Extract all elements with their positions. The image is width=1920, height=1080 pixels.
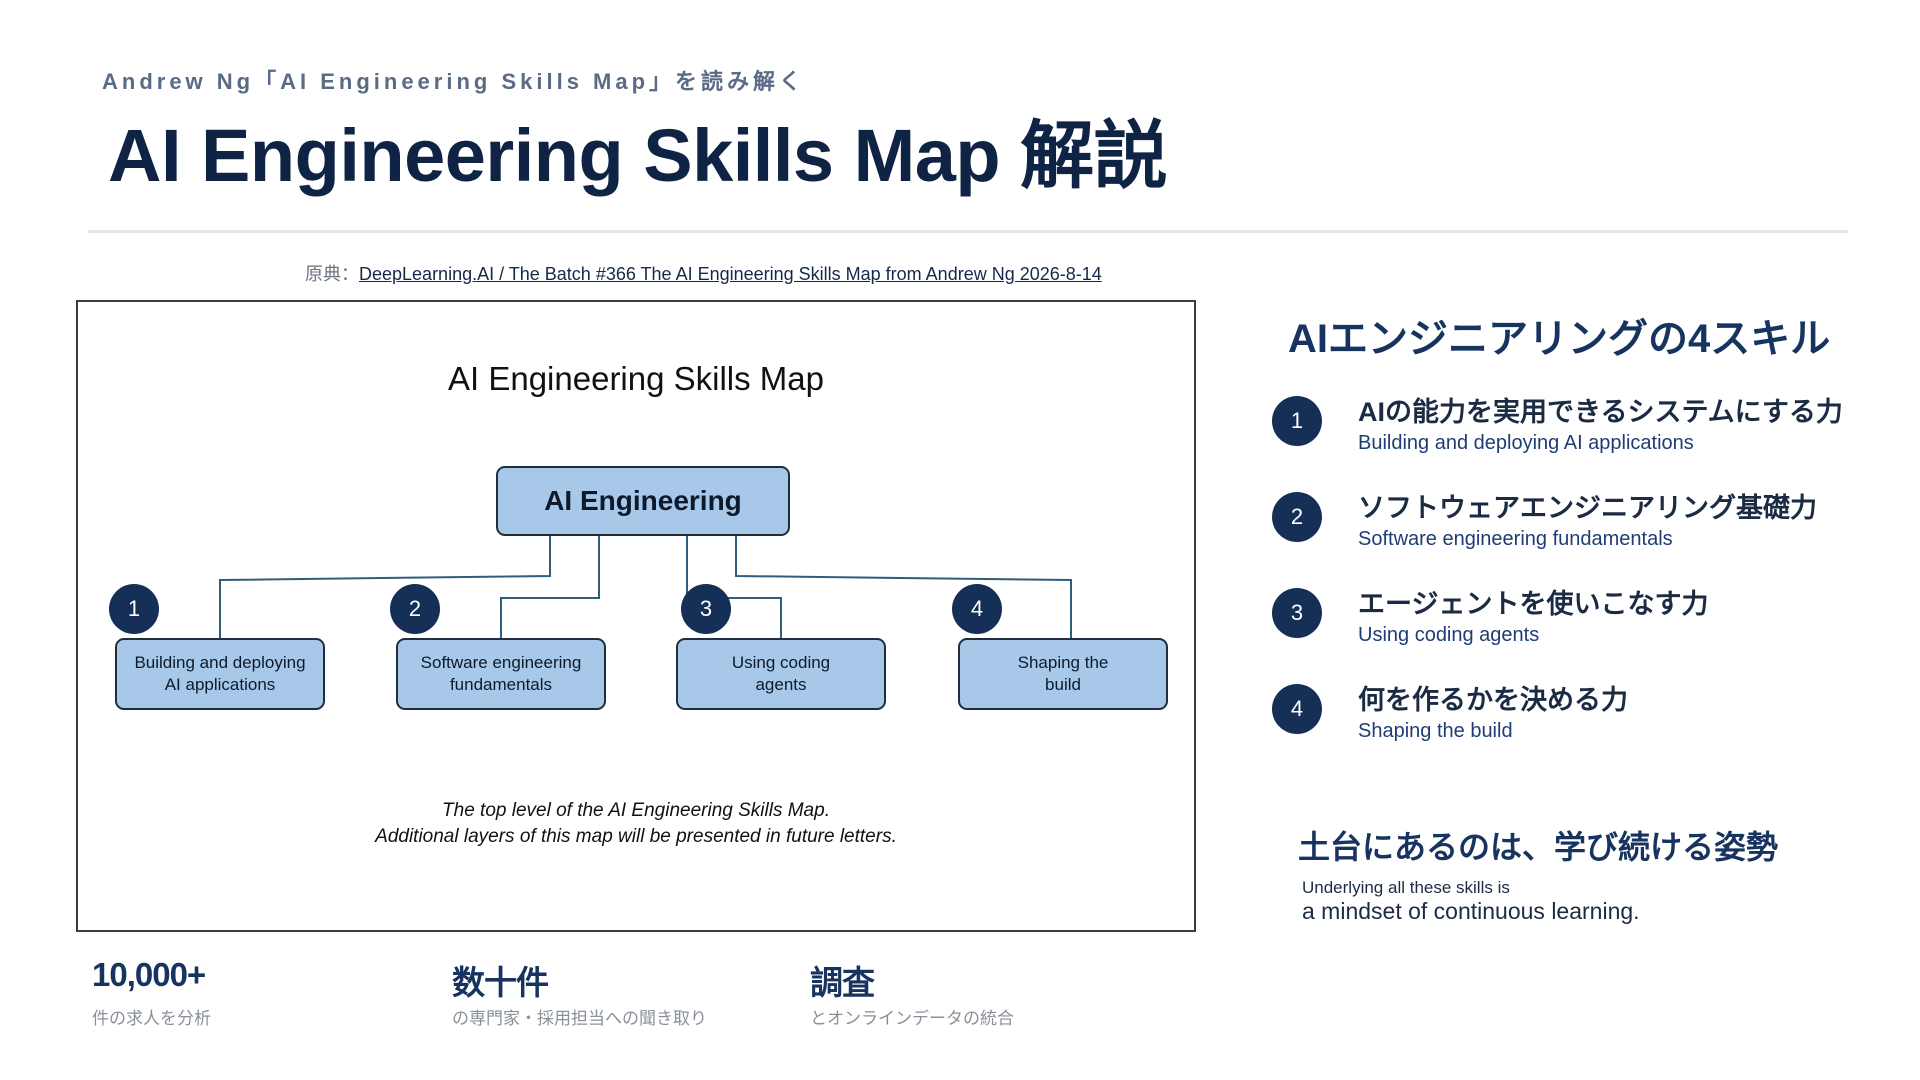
child-node-1: Building and deploying AI applications <box>115 638 325 710</box>
skill-badge-4: 4 <box>1272 684 1322 734</box>
skill-en-4: Shaping the build <box>1358 720 1513 742</box>
skill-jp-2: ソフトウェアエンジニアリング基礎力 <box>1358 493 1817 523</box>
root-node: AI Engineering <box>496 466 790 536</box>
foundation-subtext: Underlying all these skills is <box>1302 878 1510 897</box>
skill-item-3: 3 エージェントを使いこなす力 Using coding agents <box>1272 582 1892 662</box>
skill-badge-2: 2 <box>1272 492 1322 542</box>
connector-3 <box>686 536 782 638</box>
stat-label-3: とオンラインデータの統合 <box>810 1009 1014 1028</box>
foundation-statement: a mindset of continuous learning. <box>1302 898 1640 924</box>
source-link[interactable]: DeepLearning.AI / The Batch #366 The AI … <box>359 264 1102 284</box>
skill-badge-3: 3 <box>1272 588 1322 638</box>
skill-jp-3: エージェントを使いこなす力 <box>1358 589 1709 619</box>
source-prefix: 原典： <box>305 264 359 284</box>
child-node-3: Using coding agents <box>676 638 886 710</box>
header-divider <box>88 230 1848 233</box>
page-kicker: Andrew Ng「AI Engineering Skills Map」を読み解… <box>102 69 806 94</box>
figure-badge-1: 1 <box>109 584 159 634</box>
stat-value-3: 調査 <box>810 964 875 1001</box>
stat-value-1: 10,000+ <box>92 956 206 993</box>
foundation-heading: 土台にあるのは、学び続ける姿勢 <box>1298 829 1779 865</box>
stat-value-2: 数十件 <box>452 964 549 1001</box>
figure-badge-3: 3 <box>681 584 731 634</box>
stat-label-1: 件の求人を分析 <box>92 1009 211 1028</box>
figure-badge-4: 4 <box>952 584 1002 634</box>
source-citation: 原典：DeepLearning.AI / The Batch #366 The … <box>305 260 1102 286</box>
page-title: AI Engineering Skills Map 解説 <box>108 114 1168 197</box>
skills-heading: AIエンジニアリングの4スキル <box>1288 317 1831 361</box>
skill-item-1: 1 AIの能力を実用できるシステムにする力 Building and deplo… <box>1272 390 1892 470</box>
skills-map-figure: AI Engineering Skills Map AI Engineering… <box>76 300 1196 932</box>
connector-2 <box>500 536 600 638</box>
child-node-4: Shaping the build <box>958 638 1168 710</box>
skill-en-2: Software engineering fundamentals <box>1358 528 1673 550</box>
connector-4 <box>735 536 1072 638</box>
connector-1 <box>219 536 551 638</box>
skill-jp-4: 何を作るかを決める力 <box>1358 685 1628 715</box>
skill-en-3: Using coding agents <box>1358 624 1540 646</box>
figure-caption: The top level of the AI Engineering Skil… <box>375 800 897 847</box>
child-node-2: Software engineering fundamentals <box>396 638 606 710</box>
skill-item-4: 4 何を作るかを決める力 Shaping the build <box>1272 678 1892 758</box>
skill-jp-1: AIの能力を実用できるシステムにする力 <box>1358 397 1843 427</box>
tree-connectors <box>219 536 1072 638</box>
figure-badge-2: 2 <box>390 584 440 634</box>
figure-title: AI Engineering Skills Map <box>447 360 825 397</box>
skill-item-2: 2 ソフトウェアエンジニアリング基礎力 Software engineering… <box>1272 486 1892 566</box>
skill-badge-1: 1 <box>1272 396 1322 446</box>
stat-label-2: の専門家・採用担当への聞き取り <box>452 1009 707 1028</box>
skill-en-1: Building and deploying AI applications <box>1358 432 1694 454</box>
